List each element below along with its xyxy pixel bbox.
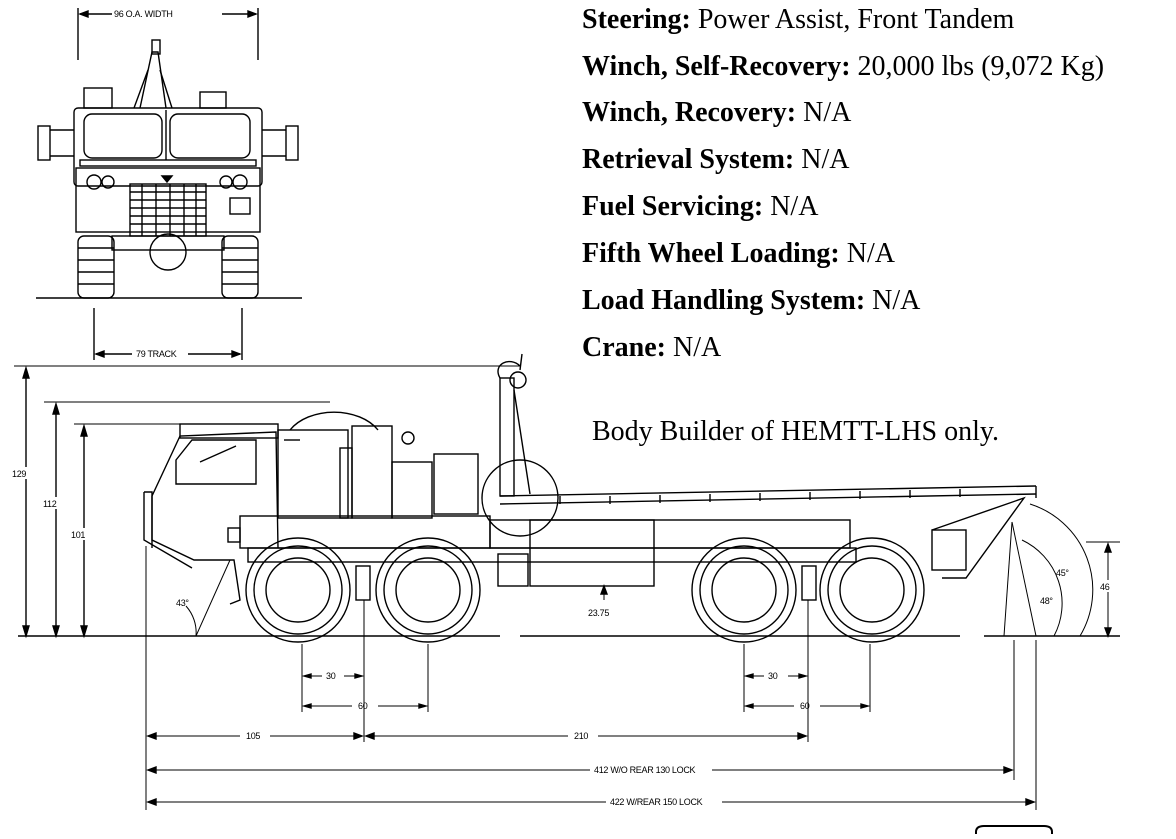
rear-tandem-spacing-a: 30 — [768, 671, 778, 681]
spec-label: Crane: — [582, 332, 666, 363]
spec-value: N/A — [794, 144, 850, 175]
front-tandem-spacing-a: 30 — [326, 671, 336, 681]
front-track-label: 79 TRACK — [136, 349, 177, 359]
spec-steering: Steering: Power Assist, Front Tandem — [582, 4, 1014, 36]
spec-value: Power Assist, Front Tandem — [690, 4, 1015, 35]
spec-label: Winch, Recovery: — [582, 97, 797, 128]
side-view-drawing: 129 112 101 — [10, 353, 1120, 810]
spec-label: Winch, Self-Recovery: — [582, 51, 851, 82]
spec-value: N/A — [763, 191, 819, 222]
front-view-drawing: 96 O.A. WIDTH — [36, 8, 302, 360]
wheel-2 — [375, 537, 481, 643]
spec-label: Load Handling System: — [582, 285, 866, 316]
spec-winch-self-recovery: Winch, Self-Recovery: 20,000 lbs (9,072 … — [582, 51, 1104, 83]
spec-label: Fuel Servicing: — [582, 191, 764, 222]
front-width-label: 96 O.A. WIDTH — [114, 9, 173, 19]
height-label-hood: 101 — [71, 530, 85, 540]
wheel-3 — [691, 537, 797, 643]
wheelbase-front-label: 105 — [246, 731, 260, 741]
spec-label: Fifth Wheel Loading: — [582, 238, 840, 269]
front-tandem-spacing-b: 60 — [358, 701, 368, 711]
spec-label: Steering: — [582, 4, 691, 35]
rear-departure-angle-2: 48° — [1040, 596, 1053, 606]
ground-clearance-label: 23.75 — [588, 608, 609, 618]
body-builder-note: Body Builder of HEMTT-LHS only. — [592, 416, 1000, 447]
height-label-overall: 129 — [12, 469, 26, 479]
rear-departure-angle-1: 45° — [1056, 568, 1069, 578]
spec-retrieval-system: Retrieval System: N/A — [582, 144, 850, 176]
spec-value: N/A — [839, 238, 895, 269]
spec-winch-recovery: Winch, Recovery: N/A — [582, 97, 851, 129]
wheelbase-mid-label: 210 — [574, 731, 588, 741]
overall-length-no-lock: 412 W/O REAR 130 LOCK — [594, 765, 696, 775]
rear-height-label: 46 — [1100, 582, 1110, 592]
spec-value: N/A — [665, 332, 722, 363]
bottom-edge-box — [975, 825, 1053, 834]
spec-value: N/A — [865, 285, 921, 316]
rear-tandem-spacing-b: 60 — [800, 701, 810, 711]
spec-load-handling-system: Load Handling System: N/A — [582, 285, 920, 317]
height-label-cab: 112 — [43, 499, 57, 509]
spec-fuel-servicing: Fuel Servicing: N/A — [582, 191, 818, 223]
overall-length-with-lock: 422 W/REAR 150 LOCK — [610, 797, 703, 807]
front-approach-angle: 43° — [176, 598, 189, 608]
wheel-4 — [819, 537, 925, 643]
wheel-1 — [245, 537, 351, 643]
spec-value: N/A — [796, 97, 852, 128]
spec-value: 20,000 lbs (9,072 Kg) — [850, 51, 1105, 82]
spec-crane: Crane: N/A — [582, 332, 721, 364]
spec-label: Retrieval System: — [582, 144, 795, 175]
spec-fifth-wheel-loading: Fifth Wheel Loading: N/A — [582, 238, 895, 270]
